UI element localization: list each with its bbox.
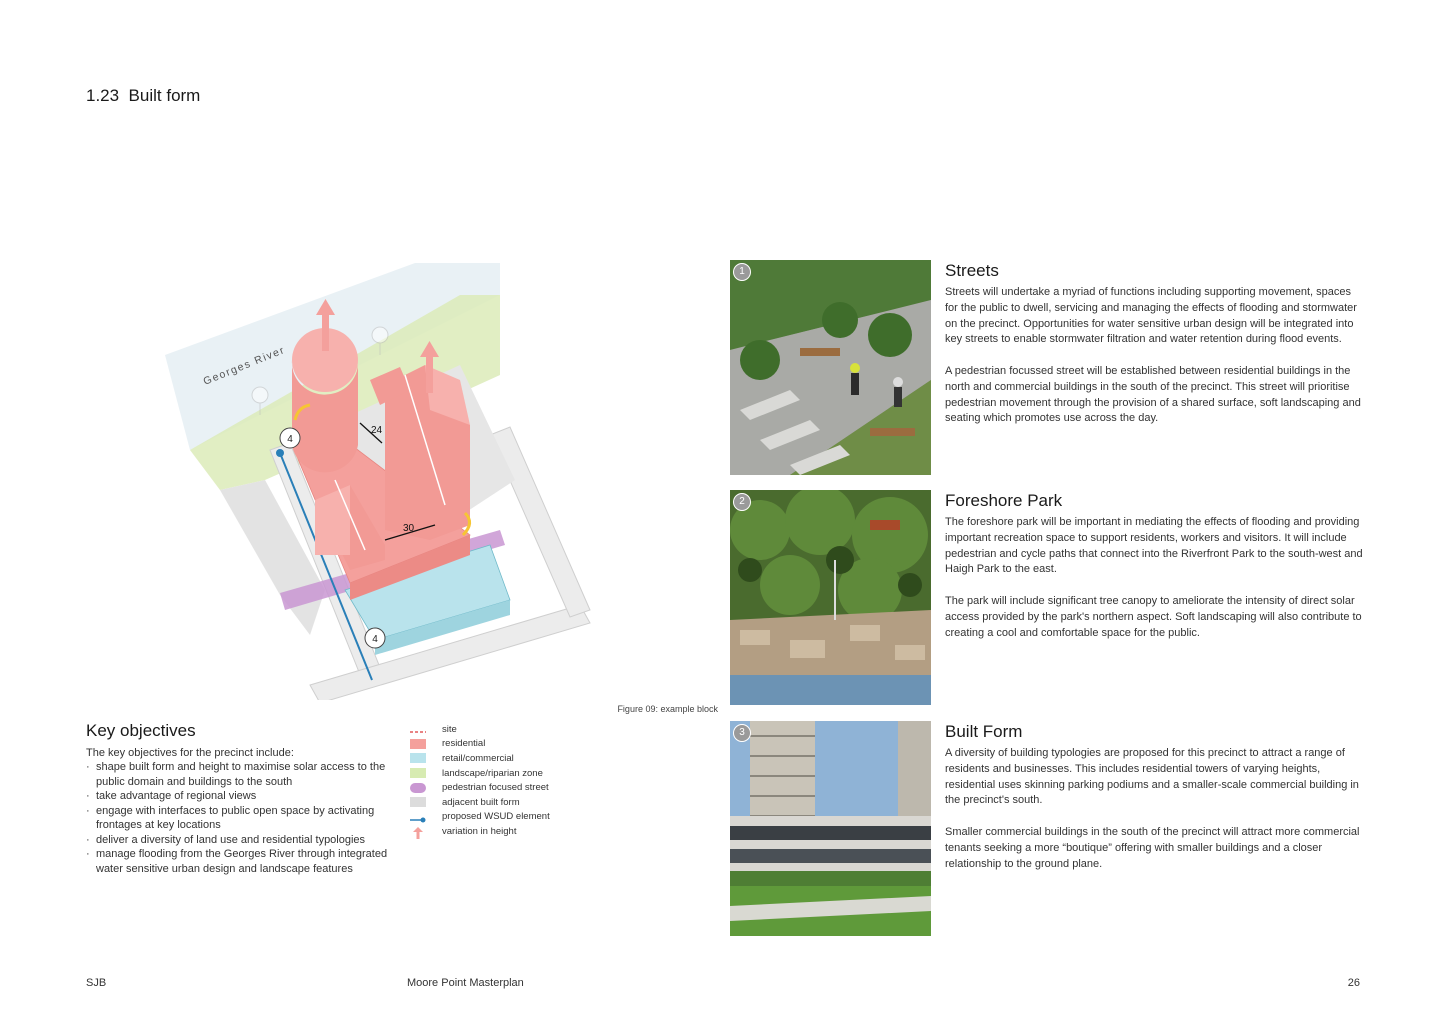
paragraph: Smaller commercial buildings in the sout… [945,825,1360,870]
residential-low-side [315,485,350,555]
marker-4-top-label: 4 [287,434,293,445]
podium-side [350,535,470,600]
list-item: take advantage of regional views [86,789,406,804]
wsud-node [276,449,284,457]
paragraph: A pedestrian focussed street will be est… [945,364,1361,425]
built-form-diagram: 24 30 Georges River 4 4 [160,255,720,704]
height-arrow-icon [410,826,426,840]
streets-photo: 1 [730,260,931,475]
key-objectives-intro: The key objectives for the precinct incl… [86,747,294,759]
footer-left: SJB [86,977,107,989]
legend-label: adjacent built form [442,796,520,808]
list-item: shape built form and height to maximise … [86,760,406,789]
residential-swatch-icon [410,738,426,749]
legend-label: site [442,723,457,735]
list-item: engage with interfaces to public open sp… [86,804,406,833]
legend-label: landscape/riparian zone [442,767,543,779]
key-objectives-list: shape built form and height to maximise … [86,760,406,876]
built-form-photo: 3 [730,721,931,936]
tower-right-side [425,365,470,425]
legend-item-site: site [410,722,590,737]
foreshore-park-photo: 2 [730,490,931,705]
legend-item-residential: residential [410,737,590,752]
marker-4-top [279,427,301,449]
page-number: 26 [1347,977,1360,989]
legend-label: pedestrian focused street [442,782,549,794]
built-form-body: A diversity of building typologies are p… [945,746,1363,888]
paragraph: A diversity of building typologies are p… [945,747,1359,807]
list-item: deliver a diversity of land use and resi… [86,833,406,848]
tower-oval-top [292,328,358,392]
dimension-label-24: 24 [371,425,383,436]
tower-oval-body [291,360,358,473]
road-bottom [309,604,591,704]
legend-label: proposed WSUD element [442,811,550,823]
legend-label: residential [442,738,486,750]
dimension-line-24 [359,422,383,444]
dimension-line-30 [384,524,436,541]
retail-swatch-icon [410,753,426,764]
legend-item-pedestrian: pedestrian focused street [410,780,590,795]
site-dashed-line-icon [410,724,426,734]
dimension-label-30: 30 [403,523,415,534]
axonometric-block-drawing: 24 30 Georges River 4 4 [165,263,591,704]
footer-center: Moore Point Masterplan [407,977,524,989]
landscape-swatch-icon [410,768,426,779]
height-arrow-right-icon [420,341,439,393]
legend-label: retail/commercial [442,752,514,764]
legend-item-wsud: proposed WSUD element [410,810,590,825]
pedestrian-pill-icon [410,782,426,793]
marker-4-bottom-label: 4 [372,634,378,645]
legend-item-landscape: landscape/riparian zone [410,766,590,781]
legend-label: variation in height [442,825,517,837]
foreshore-park-heading: Foreshore Park [945,491,1063,510]
wsud-line [279,452,373,681]
legend-item-retail: retail/commercial [410,751,590,766]
key-objectives-heading: Key objectives [86,721,196,740]
entry-marker-bottom [461,511,471,537]
tower-length-arrow [404,374,446,506]
photo-number-badge: 2 [733,493,751,511]
podium-length-arrow [334,479,366,551]
list-item: manage flooding from the Georges River t… [86,847,406,876]
paragraph: The foreshore park will be important in … [945,516,1363,576]
entry-marker-top [293,403,311,421]
adjacent-swatch-icon [410,797,426,808]
marker-4-bottom [364,627,386,649]
legend-item-adjacent: adjacent built form [410,795,590,810]
road-right [489,426,591,618]
built-form-heading: Built Form [945,722,1023,741]
wsud-line-dot-icon [410,812,426,823]
photo-number-badge: 1 [733,263,751,281]
legend-item-height: variation in height [410,824,590,840]
figure-caption: Figure 09: example block [617,704,718,714]
paragraph: The park will include significant tree c… [945,594,1362,639]
section-number: 1.23 [86,86,120,105]
streets-heading: Streets [945,261,999,280]
streets-body: Streets will undertake a myriad of funct… [945,285,1363,443]
section-title: Built form [128,86,201,105]
height-arrow-left-icon [316,299,335,351]
legend: site residential retail/commercial lands… [410,722,590,840]
foreshore-park-body: The foreshore park will be important in … [945,515,1363,657]
paragraph: Streets will undertake a myriad of funct… [945,286,1357,346]
photo-number-badge: 3 [733,724,751,742]
page-title: 1.23 Built form [86,86,200,106]
commercial-block-side [375,600,510,655]
tree-icon [251,326,389,415]
residential-small [370,367,410,405]
